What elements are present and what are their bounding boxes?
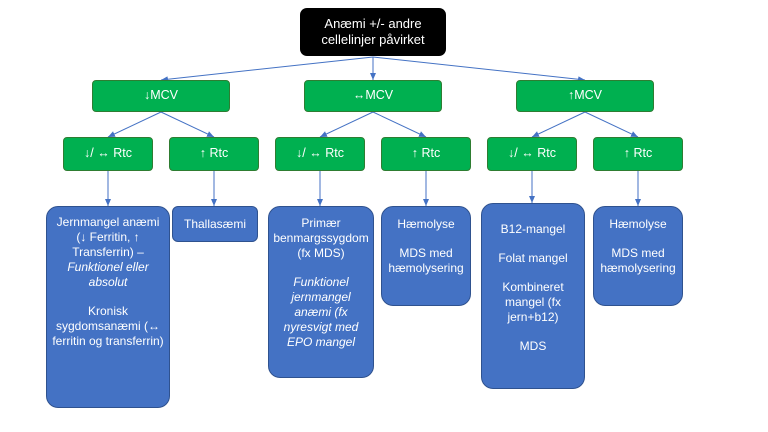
rtc-label: ↓/ ↔ Rtc: [84, 146, 132, 161]
rtc-node-5: ↓/ ↔ Rtc: [487, 137, 577, 171]
box-jernmangel: Jernmangel anæmi (↓ Ferritin, ↑ Transfer…: [46, 206, 170, 408]
box3-text-1: Primær benmargssygdom (fx MDS): [273, 216, 369, 260]
box1-text-1: Jernmangel anæmi (↓ Ferritin, ↑ Transfer…: [56, 215, 160, 259]
edge-root-mcv-low: [160, 56, 374, 83]
box5-text-2: Folat mangel: [498, 251, 568, 265]
edge-root-mcv-high: [372, 56, 586, 83]
mcv-low-label: ↓MCV: [143, 88, 179, 103]
box-haemolyse-1: Hæmolyse MDS med hæmolysering: [381, 206, 471, 306]
edge-mcv-high-rtc1: [531, 111, 586, 138]
rtc-node-1: ↓/ ↔ Rtc: [63, 137, 153, 171]
box4-text-2: MDS med hæmolysering: [388, 246, 464, 275]
root-line2: cellelinjer påvirket: [321, 32, 425, 47]
box2-text-1: Thallasæmi: [183, 216, 246, 231]
mcv-high-label: ↑MCV: [567, 88, 603, 103]
edge-mcv-high-rtc2: [584, 111, 639, 138]
box5-text-3: Kombineret mangel (fx jern+b12): [502, 280, 564, 324]
box6-text-1: Hæmolyse: [609, 217, 667, 231]
edge-mcv-normal-rtc1: [319, 111, 374, 138]
mcv-high-node: ↑MCV: [516, 80, 654, 112]
box5-text-4: MDS: [519, 339, 547, 353]
mcv-normal-label: ↔MCV: [352, 88, 394, 103]
rtc-node-4: ↑ Rtc: [381, 137, 471, 171]
edge-mcv-low-rtc1: [107, 111, 162, 138]
box-haemolyse-2: Hæmolyse MDS med hæmolysering: [593, 206, 683, 306]
box6-text-2: MDS med hæmolysering: [600, 246, 676, 275]
rtc-label: ↓/ ↔ Rtc: [508, 146, 556, 161]
box-b12-mangel: B12-mangel Folat mangel Kombineret mange…: [481, 203, 585, 389]
rtc-label: ↓/ ↔ Rtc: [296, 146, 344, 161]
rtc-label: ↑ Rtc: [623, 146, 653, 161]
rtc-node-3: ↓/ ↔ Rtc: [275, 137, 365, 171]
box1-text-2: Kronisk sygdomsanæmi (↔ ferritin og tran…: [52, 304, 164, 348]
box-primaer-benmarv: Primær benmargssygdom (fx MDS) Funktione…: [268, 206, 374, 378]
edge-mcv-normal-rtc2: [372, 111, 427, 138]
box5-text-1: B12-mangel: [500, 222, 566, 236]
root-line1: Anæmi +/- andre: [324, 15, 422, 31]
rtc-node-2: ↑ Rtc: [169, 137, 259, 171]
mcv-low-node: ↓MCV: [92, 80, 230, 112]
mcv-normal-node: ↔MCV: [304, 80, 442, 112]
box1-text-italic: Funktionel eller absolut: [67, 260, 149, 289]
rtc-node-6: ↑ Rtc: [593, 137, 683, 171]
rtc-label: ↑ Rtc: [411, 146, 441, 161]
box3-text-2: Funktionel jernmangel anæmi (fx nyresvig…: [283, 275, 359, 349]
root-node: Anæmi +/- andre cellelinjer påvirket: [300, 8, 446, 56]
box-thallasaemi: Thallasæmi: [172, 206, 258, 242]
rtc-label: ↑ Rtc: [199, 146, 229, 161]
edge-mcv-low-rtc2: [160, 111, 215, 138]
box4-text-1: Hæmolyse: [397, 217, 455, 231]
